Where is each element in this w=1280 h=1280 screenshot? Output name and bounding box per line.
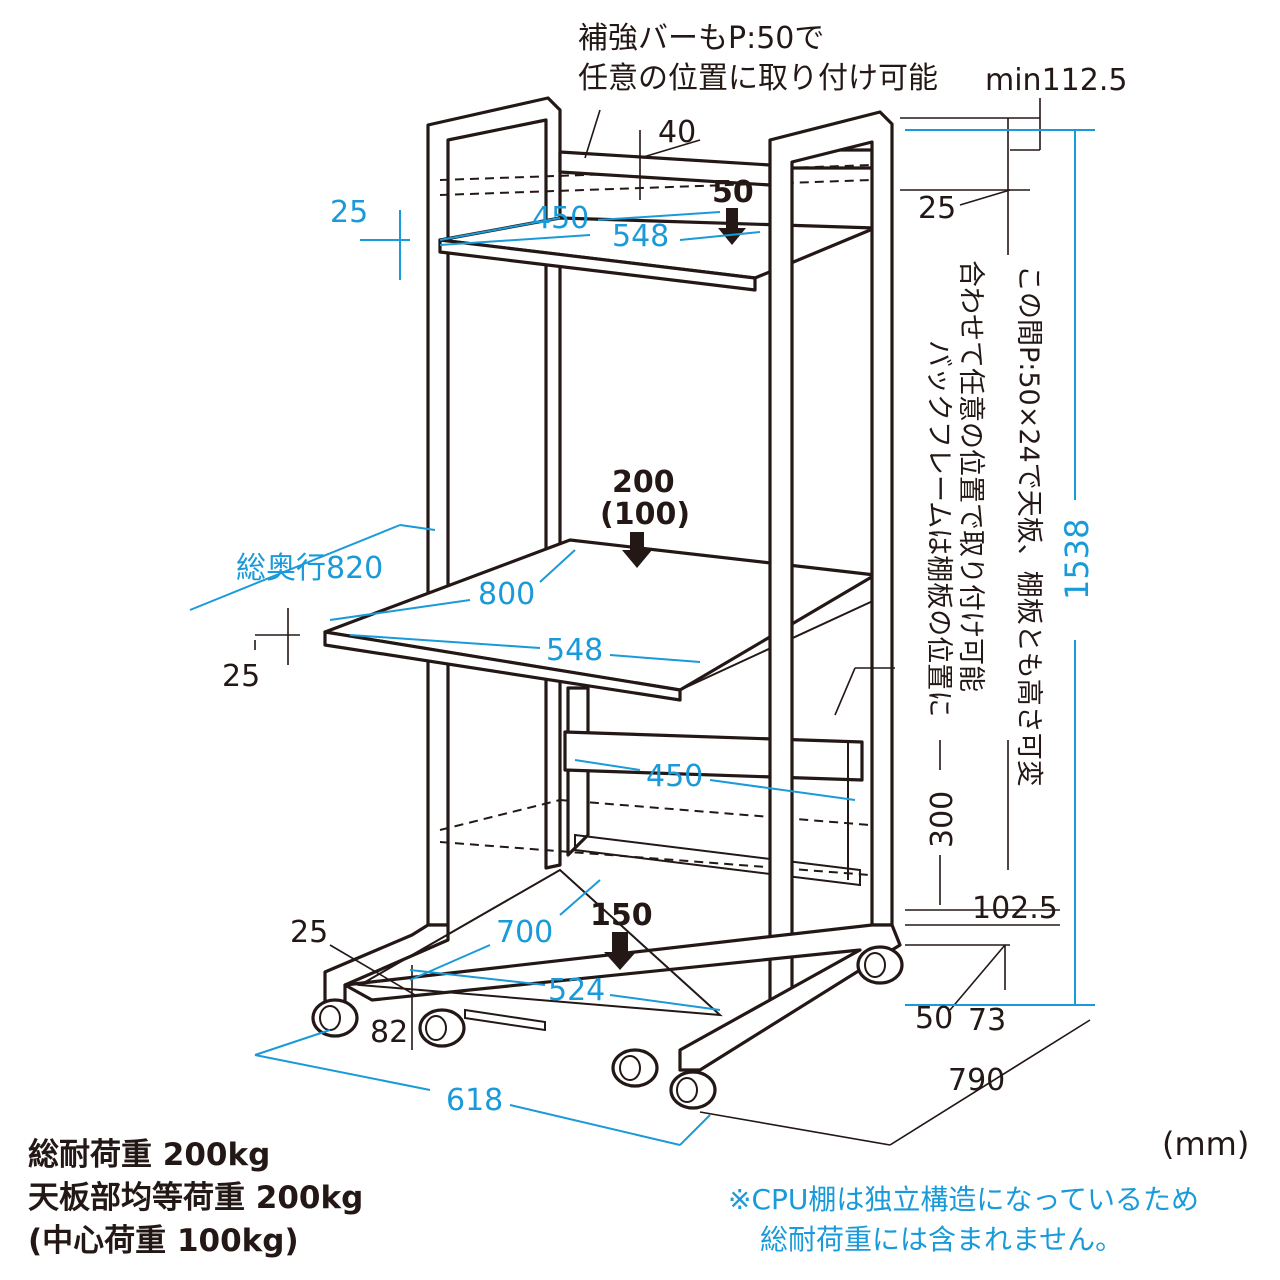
label-bottom-depth: 700 <box>496 915 553 950</box>
footer-top-load: 天板部均等荷重 200kg <box>28 1180 364 1216</box>
label-base-73: 73 <box>968 1003 1006 1038</box>
label-load-mid-sub: (100) <box>600 497 690 532</box>
label-load-mid: 200 <box>612 465 675 500</box>
note-back-frame-2: 合わせて任意の位置で取り付け可能 <box>955 260 986 692</box>
note-pitch: この間P:50×24で天板、棚板とも高さ可変 <box>1013 265 1044 787</box>
label-gap-102-5: 102.5 <box>972 891 1058 926</box>
label-depth-790: 790 <box>948 1063 1005 1098</box>
top-shelf <box>438 216 877 292</box>
footer-cpu-note-2: 総耐荷重には含まれません。 <box>760 1223 1124 1256</box>
footer-cpu-note-1: ※CPU棚は独立構造になっているため <box>728 1183 1199 1216</box>
cyan-dimensions <box>189 129 1095 1146</box>
label-height-1538: 1538 <box>1058 519 1096 600</box>
load-arrow-mid <box>622 532 652 568</box>
label-load-bottom: 150 <box>590 898 653 933</box>
black-leaders <box>254 98 1091 1146</box>
label-mid-width: 548 <box>546 633 603 668</box>
note-reinforcement-line2: 任意の位置に取り付け可能 <box>578 61 938 96</box>
casters <box>311 945 904 1110</box>
footer-unit: (mm) <box>1162 1125 1250 1163</box>
label-left-25-mid: 25 <box>222 659 260 694</box>
label-mid-depth: 800 <box>478 577 535 612</box>
label-left-25-top: 25 <box>330 195 368 230</box>
label-top-width: 548 <box>612 219 669 254</box>
note-reinforcement-line1: 補強バーもP:50で <box>578 21 824 56</box>
label-cpu-450: 450 <box>646 759 703 794</box>
middle-shelf <box>323 538 877 702</box>
label-min-top: min112.5 <box>985 63 1127 98</box>
load-arrow-bottom <box>604 932 636 970</box>
label-right-25: 25 <box>918 191 956 226</box>
label-left-25-bottom: 25 <box>290 915 328 950</box>
label-width-618: 618 <box>446 1083 503 1118</box>
footer-total-load: 総耐荷重 200kg <box>28 1137 271 1173</box>
label-height-82: 82 <box>370 1015 408 1050</box>
footer-center-load: (中心荷重 100kg) <box>28 1223 299 1259</box>
note-back-frame-1: バックフレームは棚板の位置に <box>923 340 954 717</box>
label-bottom-width: 524 <box>548 973 605 1008</box>
label-load-top: 50 <box>712 175 754 210</box>
label-bar-40: 40 <box>658 115 696 150</box>
label-base-50: 50 <box>915 1001 953 1036</box>
label-total-depth: 総奥行820 <box>236 551 383 586</box>
label-gap-300: 300 <box>925 791 960 848</box>
label-top-depth: 450 <box>532 201 589 236</box>
